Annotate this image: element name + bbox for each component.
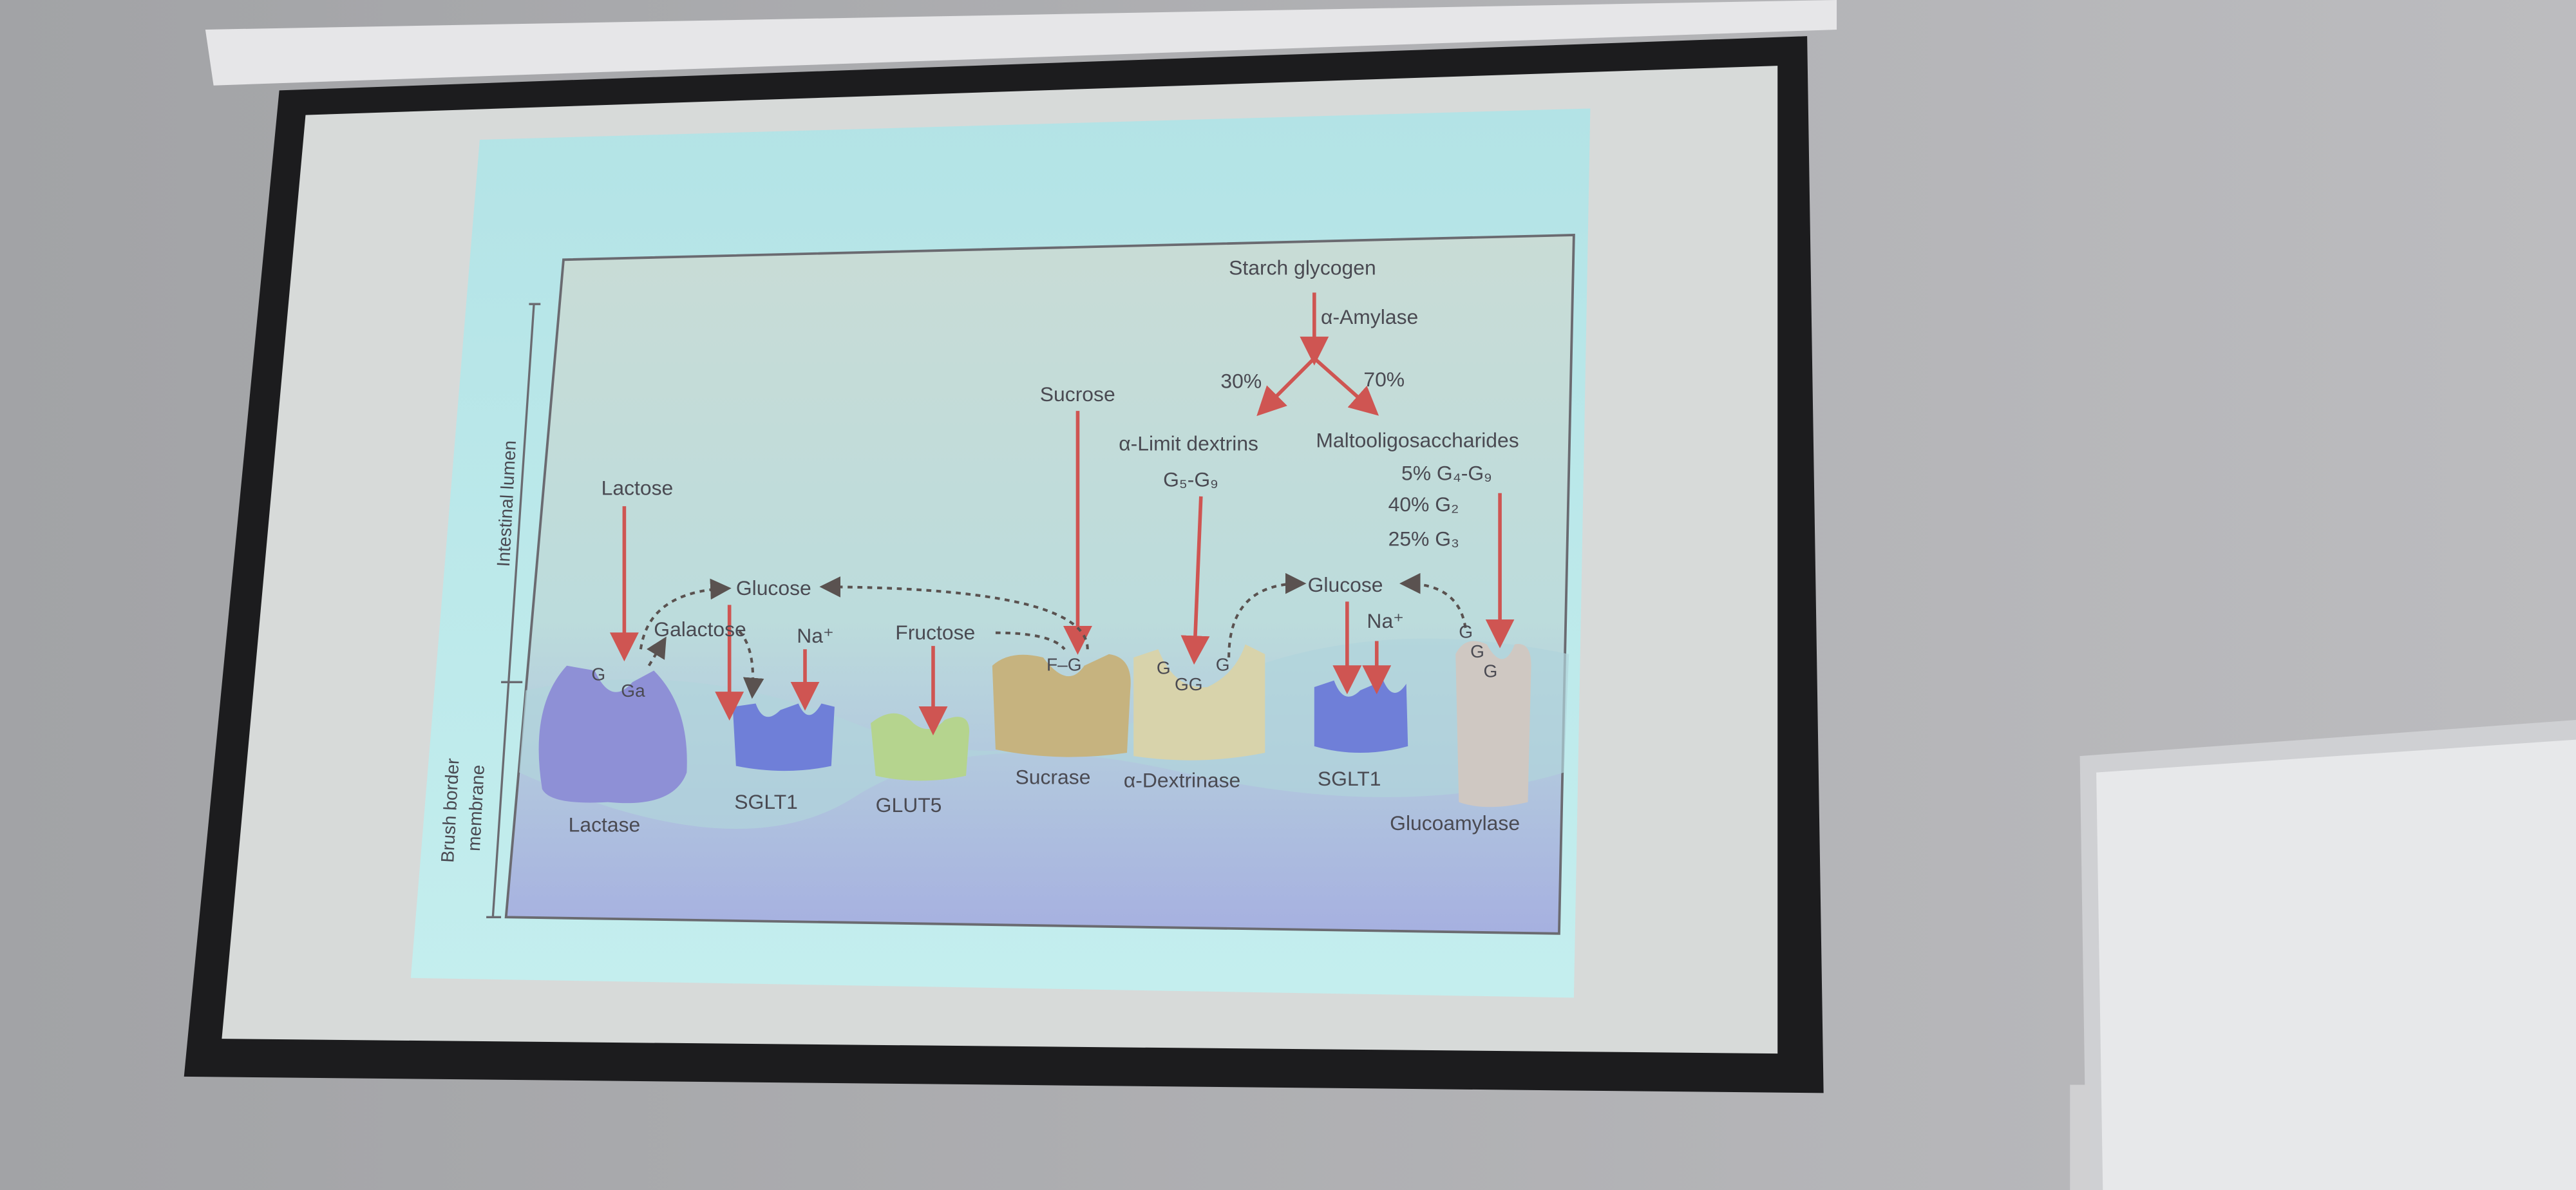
protein-sglt1-right — [1314, 680, 1408, 753]
label-maltooligo: Maltooligosaccharides — [1316, 428, 1519, 451]
label-malto-part: 25% G₃ — [1388, 527, 1459, 550]
protein-dextrinase — [1133, 644, 1265, 760]
label-na-left: Na⁺ — [797, 624, 834, 647]
protein-lactase — [538, 665, 687, 804]
screen-casing — [205, 0, 1837, 86]
tag-lactase-ga: Ga — [621, 681, 645, 701]
label-fructose: Fructose — [895, 621, 975, 644]
whiteboard-stand — [2070, 1084, 2090, 1190]
label-sglt1-right: SGLT1 — [1318, 767, 1381, 790]
label-lactose: Lactose — [601, 476, 674, 499]
label-limit-dextrins: α-Limit dextrins — [1119, 431, 1258, 455]
dashed-arrows — [639, 572, 1467, 699]
label-70pct: 70% — [1363, 368, 1405, 391]
label-malto-part: 5% G₄-G₉ — [1401, 461, 1492, 484]
protein-sglt1-left — [732, 703, 835, 771]
label-sucrose: Sucrose — [1040, 382, 1115, 406]
tag-gluco-g: G — [1470, 641, 1484, 661]
label-glucoamylase: Glucoamylase — [1390, 811, 1520, 835]
tag-dextrinase-g: G — [1216, 654, 1230, 674]
label-glut5: GLUT5 — [876, 793, 942, 817]
tag-gluco-g: G — [1484, 661, 1498, 681]
label-galactose: Galactose — [654, 618, 746, 641]
label-starch: Starch glycogen — [1229, 256, 1376, 279]
tag-gluco-g: G — [1459, 621, 1473, 641]
membrane-band — [519, 638, 1569, 829]
label-limit-dextrins-range: G₅-G₉ — [1163, 468, 1218, 491]
tag-lactase-g: G — [591, 665, 605, 685]
whiteboard — [2096, 739, 2576, 1190]
label-dextrinase: α-Dextrinase — [1124, 769, 1240, 792]
label-glucose-right: Glucose — [1308, 573, 1383, 596]
red-arrows — [609, 292, 1515, 735]
label-membrane: membrane — [464, 764, 488, 852]
side-brackets — [486, 303, 541, 918]
label-malto-part: 40% G₂ — [1388, 493, 1459, 516]
tag-sucrase-fg: F–G — [1046, 654, 1082, 674]
label-sglt1-left: SGLT1 — [734, 790, 798, 813]
protein-glucoamylase — [1455, 641, 1531, 808]
tag-dextrinase-gg: GG — [1175, 674, 1203, 694]
label-lactase: Lactase — [569, 813, 641, 836]
tag-dextrinase-g: G — [1157, 658, 1171, 678]
label-amylase: α-Amylase — [1321, 305, 1418, 328]
label-na-right: Na⁺ — [1367, 609, 1404, 632]
label-30pct: 30% — [1220, 369, 1262, 392]
protein-sucrase — [992, 654, 1131, 757]
label-sucrase: Sucrase — [1016, 766, 1091, 789]
label-glucose-left: Glucose — [736, 576, 811, 600]
